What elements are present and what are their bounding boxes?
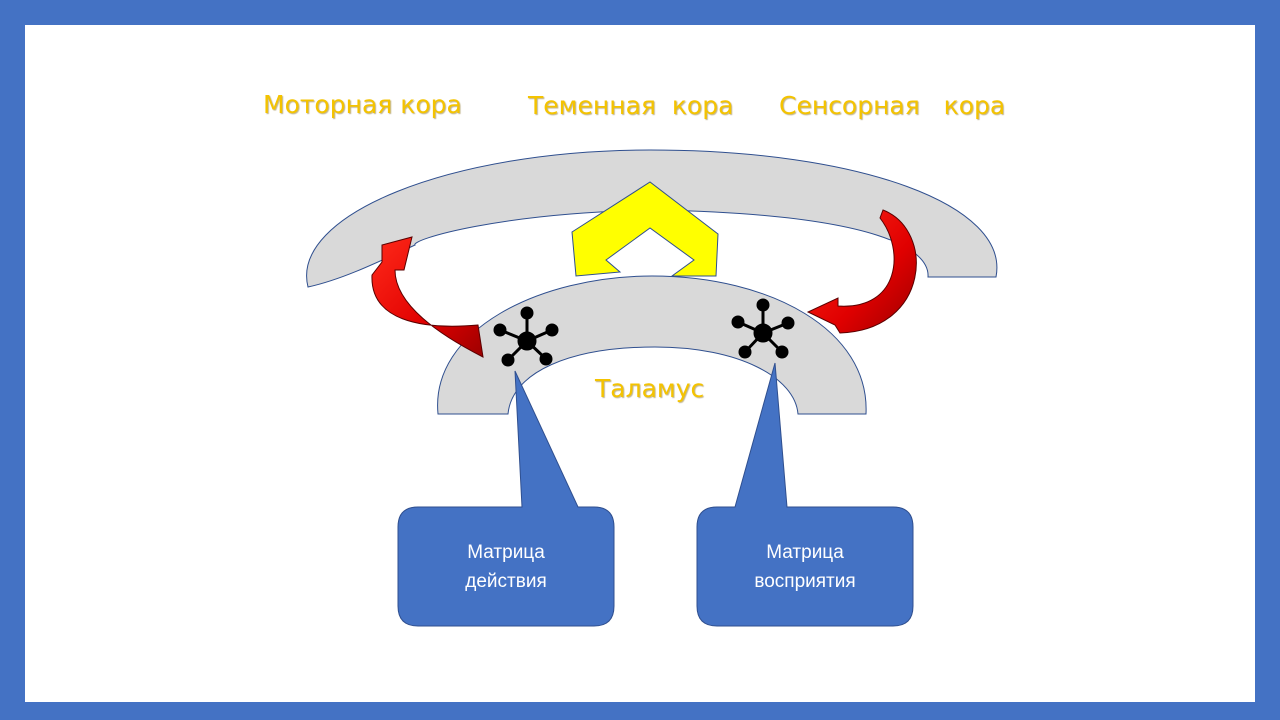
perception-matrix-text: Матрица восприятия — [697, 538, 913, 596]
network-node-icon — [493, 306, 559, 367]
slide-canvas — [25, 25, 1255, 702]
sensory-cortex-label: Сенсорная кора — [779, 91, 1006, 120]
callout-action-matrix — [397, 370, 615, 627]
action-matrix-text: Матрица действия — [398, 538, 614, 596]
motor-cortex-label: Моторная кора — [263, 90, 462, 119]
red-arrow-left — [371, 236, 484, 358]
cortex-arc — [306, 149, 998, 288]
perception-matrix-line1: Матрица — [766, 542, 844, 563]
parietal-cortex-label: Теменная кора — [528, 91, 734, 120]
thalamus-label: Таламус — [595, 374, 705, 403]
callout-perception-matrix — [696, 362, 914, 627]
action-matrix-line1: Матрица — [467, 542, 545, 563]
network-node-icon — [731, 298, 795, 359]
yellow-arrow-up — [571, 181, 719, 277]
action-matrix-line2: действия — [465, 571, 547, 592]
perception-matrix-line2: восприятия — [754, 571, 856, 592]
red-arrow-right — [806, 209, 917, 334]
thalamus-arc — [437, 275, 867, 415]
